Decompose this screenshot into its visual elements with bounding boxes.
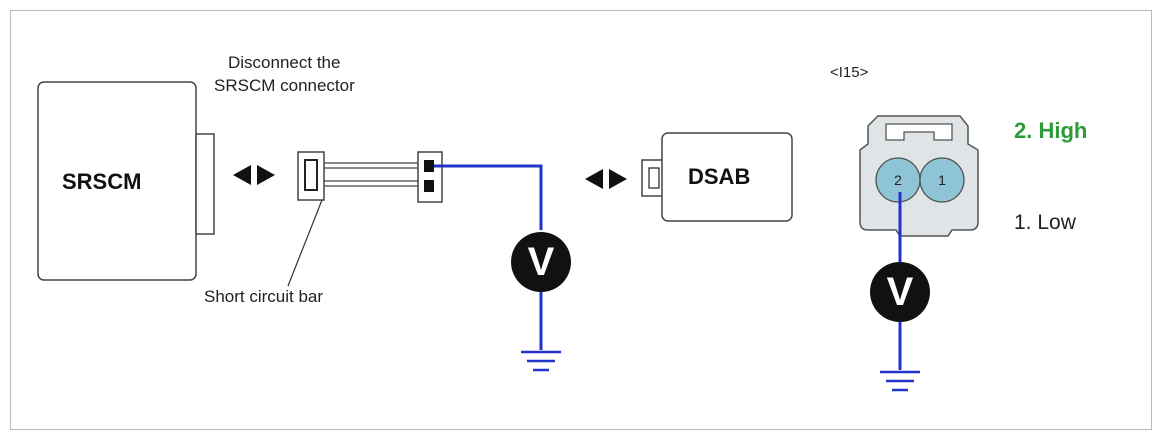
ground-symbol-right: [880, 370, 920, 392]
dsab-module: [661, 132, 793, 222]
ground-symbol-left: [521, 350, 561, 372]
connector-id-label: <I15>: [830, 64, 869, 81]
dsab-connector-slot: [648, 167, 660, 189]
connector-i15-face: [859, 115, 979, 237]
pin-high-label: 2. High: [1014, 118, 1088, 143]
voltmeter-left: [511, 232, 571, 292]
probe-wire-left: [434, 164, 543, 230]
pin-low-label: 1. Low: [1014, 211, 1076, 234]
terminal-low: [424, 180, 434, 192]
terminal-high: [424, 160, 434, 172]
srscm-connector-tab: [195, 133, 215, 235]
disconnect-arrow-left: [233, 165, 275, 185]
voltmeter-right-symbol: V: [886, 270, 914, 314]
short-circuit-bar: [304, 159, 318, 191]
harness-tube: [324, 162, 418, 187]
disconnect-note-line-2: SRSCM connector: [214, 76, 355, 95]
short-bar-leader-line: [287, 199, 323, 287]
disconnect-arrow-right: [585, 169, 627, 189]
dsab-label: DSAB: [688, 164, 751, 189]
voltmeter-left-symbol: V: [527, 240, 555, 284]
pin-2-number: 2: [894, 172, 902, 188]
disconnect-note-line-1: Disconnect the: [228, 53, 341, 72]
short-circuit-bar-label: Short circuit bar: [204, 287, 324, 306]
srscm-label: SRSCM: [62, 169, 142, 194]
pin-1-terminal: [919, 157, 965, 203]
pin-1-number: 1: [938, 172, 946, 188]
voltmeter-right: [870, 262, 930, 322]
dsab-harness-connector: [417, 151, 443, 203]
